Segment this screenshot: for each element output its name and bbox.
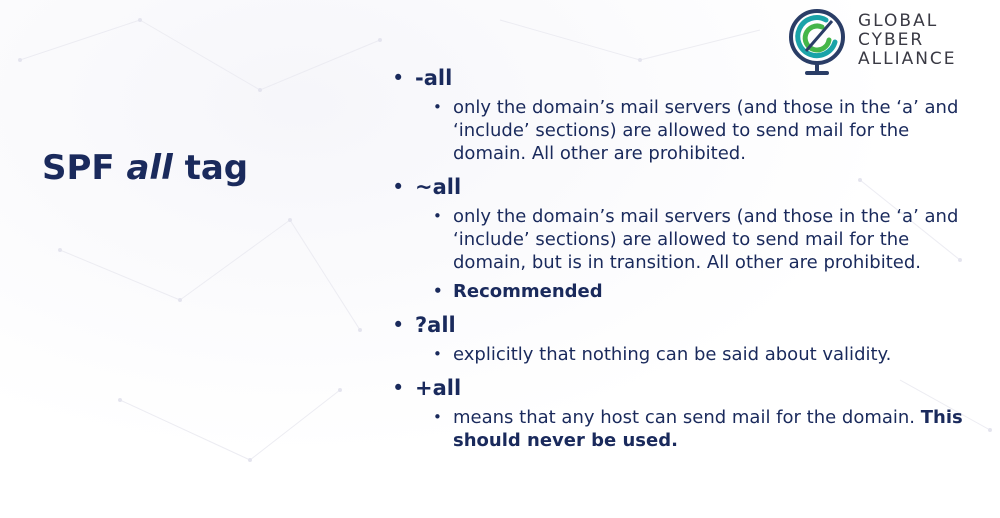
slide-title: SPF all tag [42,148,248,188]
title-emphasis: all [126,148,173,188]
gca-logo-text: GLOBAL CYBER ALLIANCE [858,12,994,69]
tag-description: only the domain’s mail servers (and thos… [433,205,972,274]
title-suffix: tag [184,148,249,188]
tag-label: ?all [415,313,456,337]
tag-label: +all [415,376,462,400]
tag-label: ~all [415,175,462,199]
warning-text: This should never be used. [453,407,963,451]
tag-item-softfail: ~all [392,173,972,201]
tag-item-pass: +all [392,374,972,402]
tag-item-neutral: ?all [392,311,972,339]
logo-line-2: CYBER [858,30,925,50]
tag-description: means that any host can send mail for th… [433,406,972,452]
logo-line-1: GLOBAL [858,11,939,31]
title-prefix: SPF [42,148,115,188]
tag-description: explicitly that nothing can be said abou… [433,343,972,366]
tag-item-fail: -all [392,64,972,92]
tag-description: only the domain’s mail servers (and thos… [433,96,972,165]
recommended-note: Recommended [433,280,972,303]
tag-label: -all [415,66,453,90]
bullet-list: -all only the domain’s mail servers (and… [392,64,972,452]
